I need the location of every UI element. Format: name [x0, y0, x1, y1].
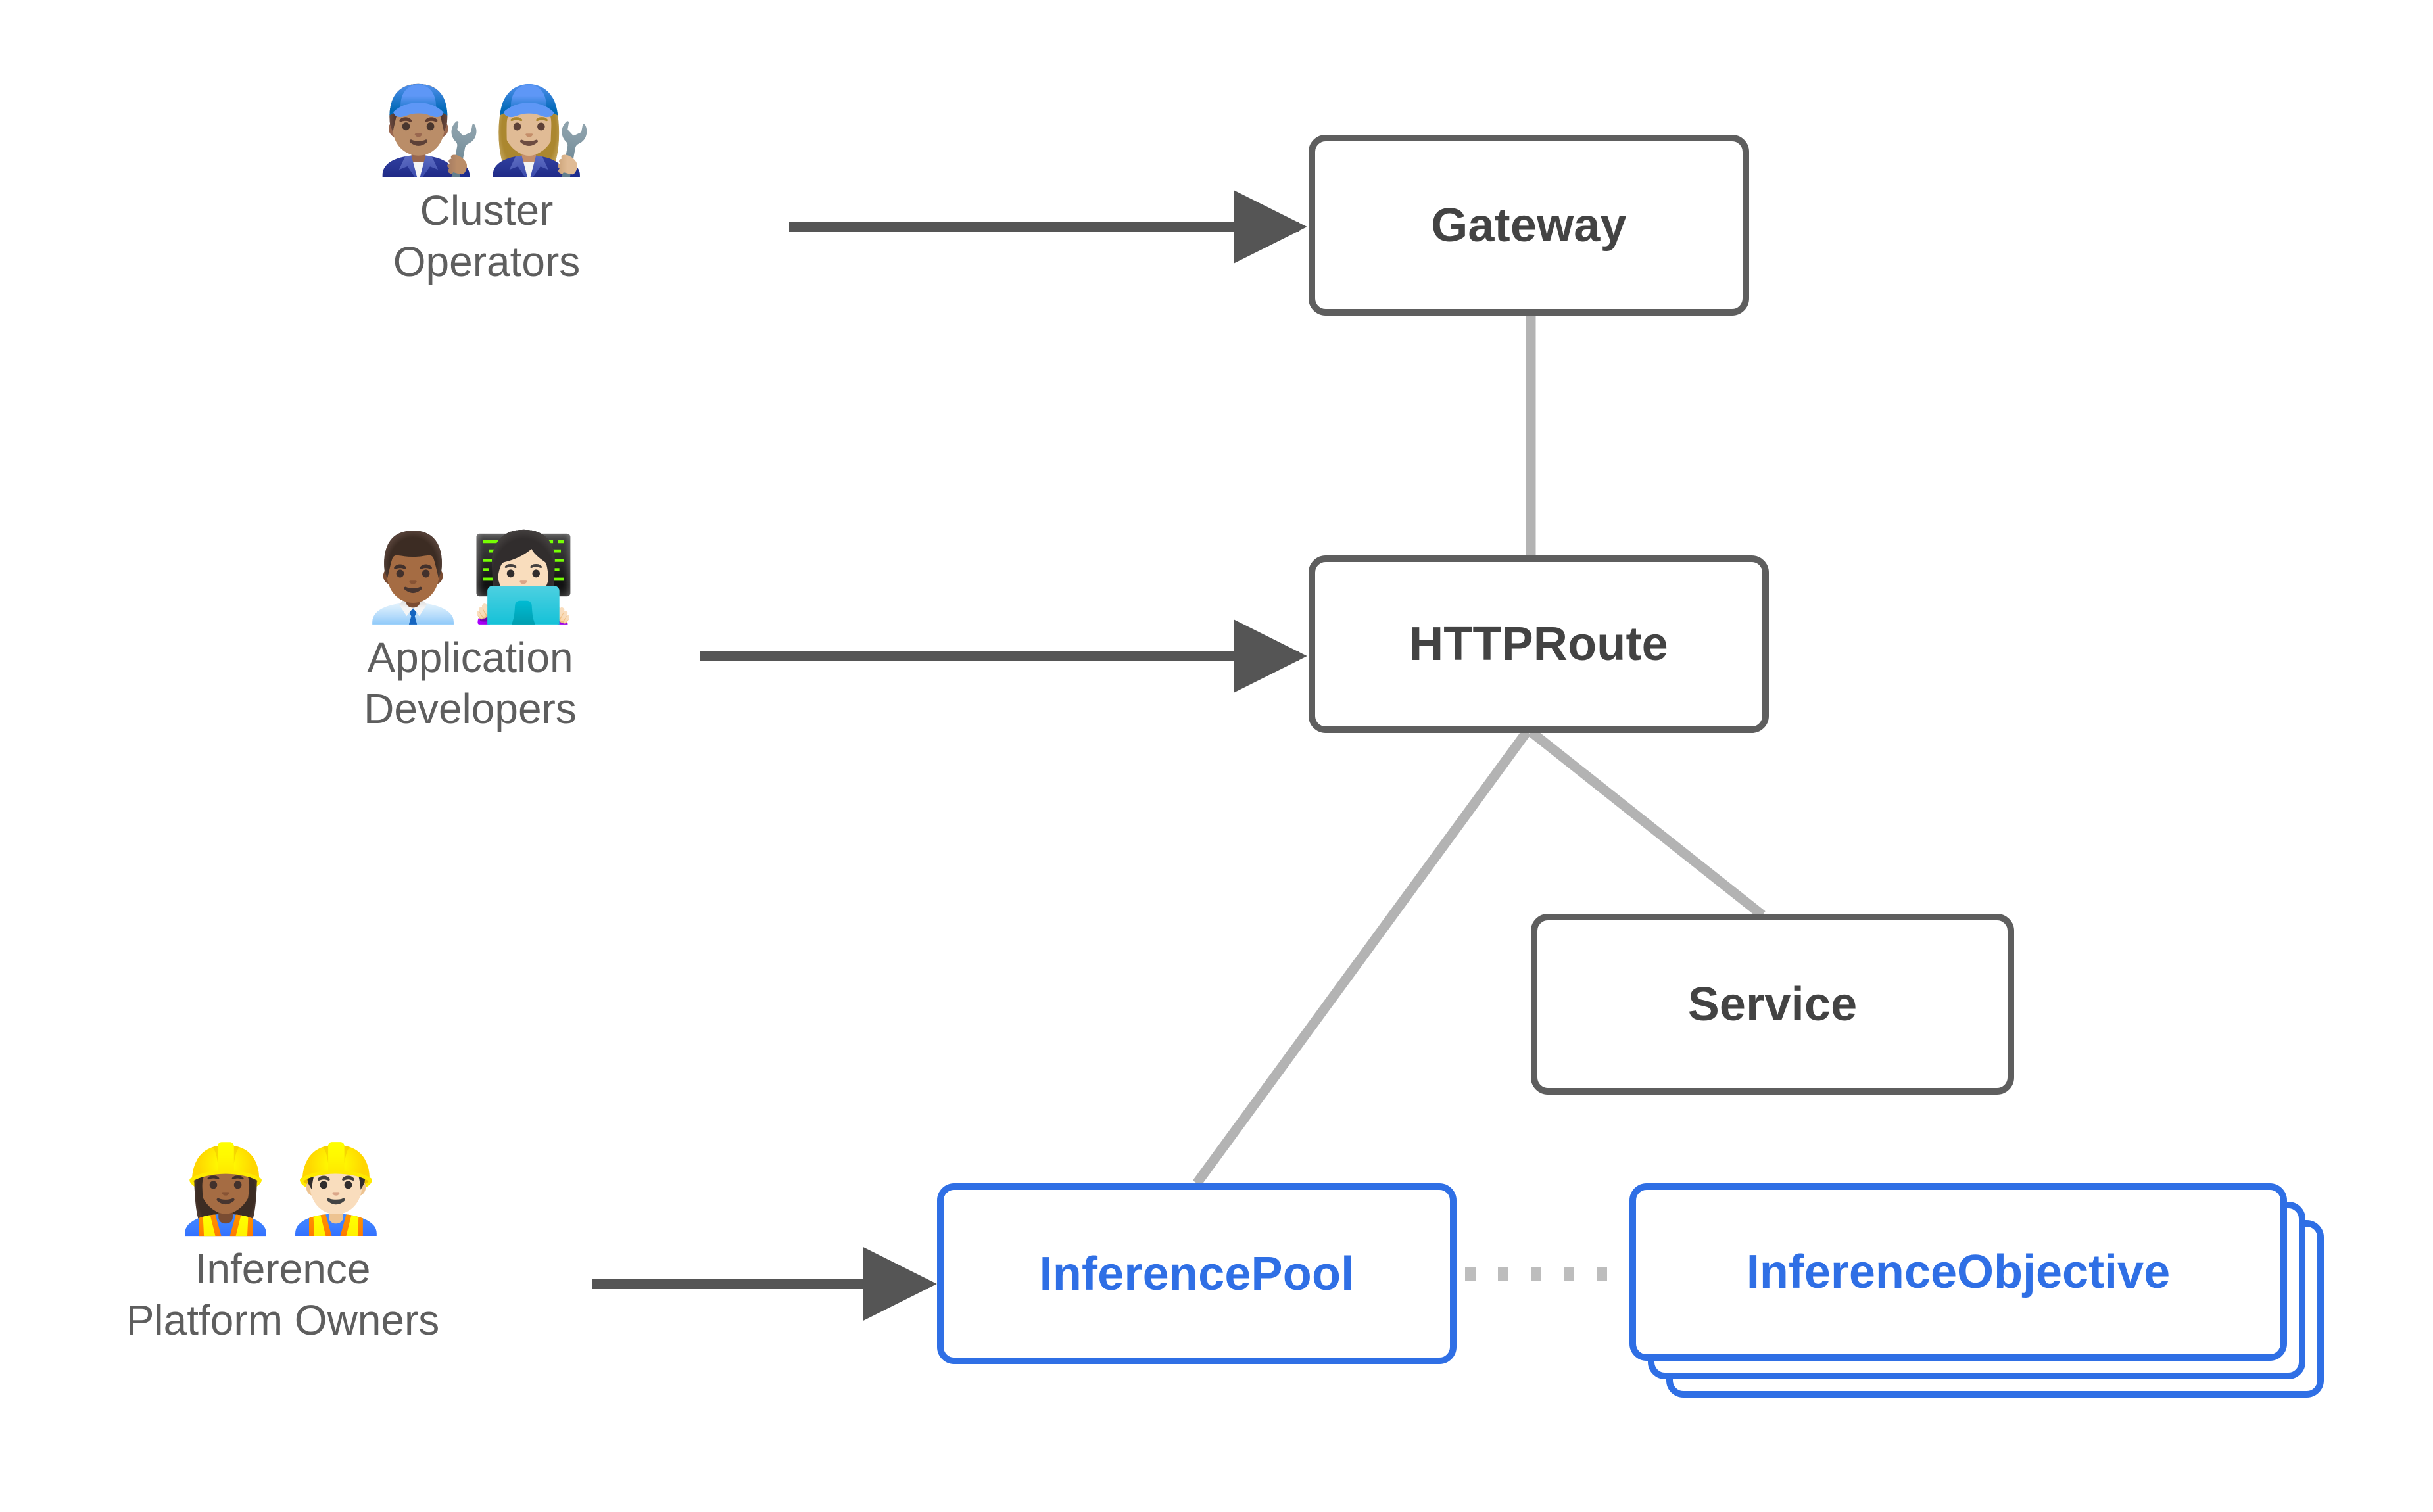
persona-inference-platform-owners: 👷🏾‍♀️👷🏻‍♂️ Inference Platform Owners — [105, 1144, 460, 1346]
node-inferenceobjective-label: InferenceObjective — [1746, 1246, 2171, 1298]
node-service-label: Service — [1687, 978, 1858, 1031]
application-developers-emoji-pair: 👨🏾‍💼👩🏻‍💻 — [360, 529, 581, 625]
node-gateway[interactable]: Gateway — [1309, 135, 1749, 316]
inferenceobjective-card-front[interactable]: InferenceObjective — [1629, 1183, 2287, 1361]
edge-httproute-to-service — [1528, 728, 1766, 919]
persona-inference-platform-owners-label: Inference Platform Owners — [126, 1244, 440, 1344]
node-gateway-label: Gateway — [1431, 199, 1627, 252]
node-httproute[interactable]: HTTPRoute — [1309, 555, 1769, 733]
persona-cluster-operators-label: Cluster Operators — [393, 186, 581, 285]
inference-platform-owners-emoji-pair: 👷🏾‍♀️👷🏻‍♂️ — [172, 1141, 393, 1237]
node-service[interactable]: Service — [1531, 914, 2014, 1095]
persona-cluster-operators: 👨🏽‍🔧👩🏼‍🔧 Cluster Operators — [349, 85, 625, 287]
node-httproute-label: HTTPRoute — [1409, 618, 1668, 671]
node-inferencepool[interactable]: InferencePool — [937, 1183, 1457, 1364]
persona-application-developers: 👨🏾‍💼👩🏻‍💻 Application Developers — [329, 532, 612, 734]
cluster-operators-emoji-pair: 👨🏽‍🔧👩🏼‍🔧 — [376, 82, 597, 178]
edge-httproute-to-inferencepool — [1192, 728, 1531, 1187]
node-inferencepool-label: InferencePool — [1039, 1247, 1355, 1300]
node-inferenceobjective-stack[interactable]: InferenceObjective — [1629, 1183, 2326, 1400]
persona-application-developers-label: Application Developers — [364, 633, 577, 732]
